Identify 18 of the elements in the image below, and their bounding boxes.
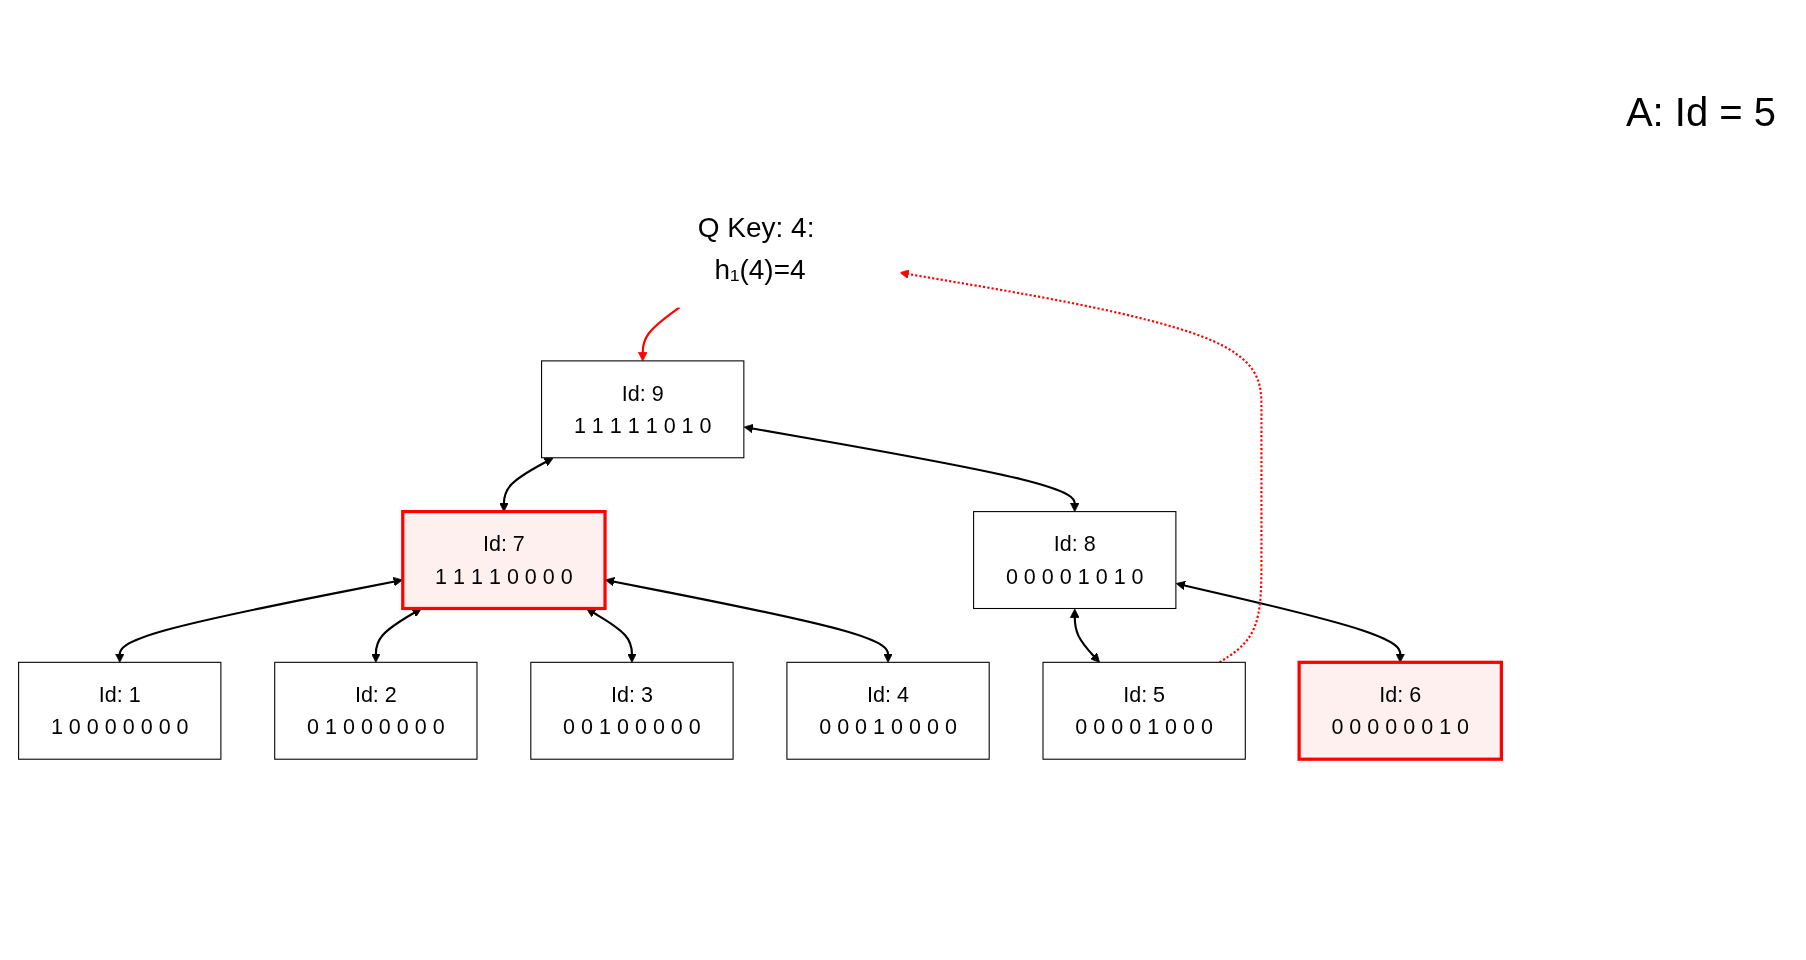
node-box: Id: 6 0 0 0 0 0 0 1 0 xyxy=(1297,660,1503,761)
arrow xyxy=(371,608,422,663)
node-box: Id: 2 0 1 0 0 0 0 0 0 xyxy=(274,661,478,760)
node-box: Id: 8 0 0 0 0 1 0 1 0 xyxy=(973,511,1177,610)
arrow xyxy=(1175,580,1405,663)
answer-note: A: Id = 5 xyxy=(1625,90,1776,135)
arrow xyxy=(1070,608,1100,663)
node-box: Id: 9 1 1 1 1 1 0 1 0 xyxy=(541,360,745,459)
node-box: Id: 3 0 0 1 0 0 0 0 0 xyxy=(530,661,734,760)
arrow xyxy=(586,608,637,663)
arrow xyxy=(899,269,1263,664)
node-box: Id: 1 1 0 0 0 0 0 0 0 xyxy=(18,661,222,760)
node-box: Id: 5 0 0 0 0 1 0 0 0 xyxy=(1042,661,1246,760)
node-text: Q Key: 4: h₁(4)=4 xyxy=(697,211,815,286)
node-box: Id: 4 0 0 0 1 0 0 0 0 xyxy=(786,661,990,760)
node-box: Id: 7 1 1 1 1 0 0 0 0 xyxy=(401,510,607,611)
arrow xyxy=(638,306,681,362)
arrow xyxy=(743,423,1080,513)
